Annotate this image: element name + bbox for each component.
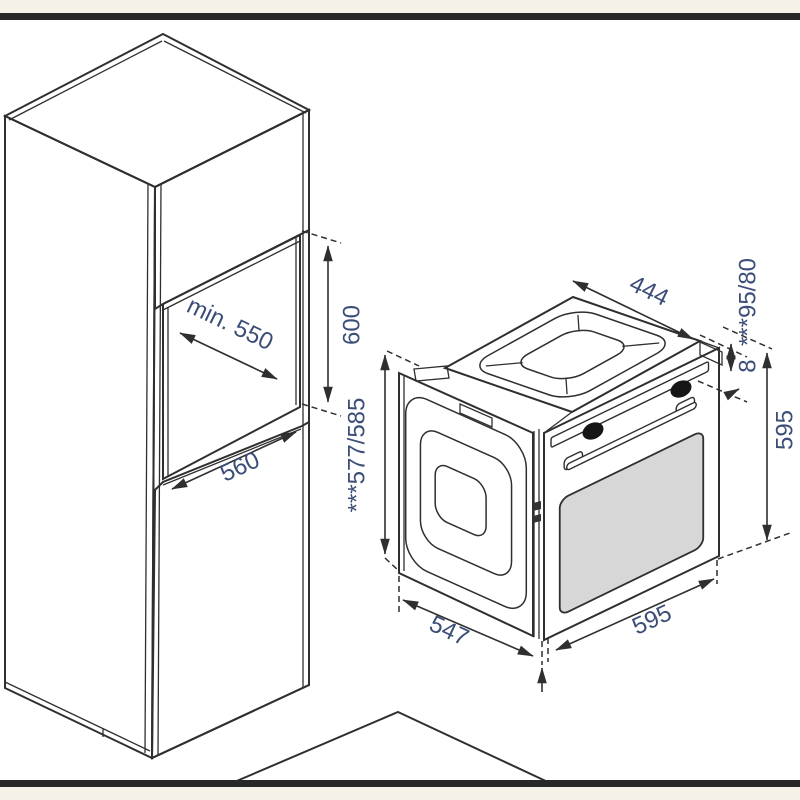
oven-height-leader-bottom — [717, 532, 791, 560]
dimension-niche-width: 560 — [171, 431, 297, 490]
facade-height-leader-bottom — [384, 557, 400, 572]
cabinet-top-edge-line-2 — [163, 40, 307, 114]
niche-height-leader-top — [301, 230, 342, 244]
dim-rear-clearance-label: ***95/80 — [735, 258, 762, 346]
bottom-rule — [0, 780, 800, 787]
niche-depth-arrow — [179, 332, 278, 380]
top-rule — [0, 13, 800, 20]
cabinet-side-face — [4, 114, 157, 760]
cabinet-panel-above-niche — [154, 108, 310, 311]
rear-leader-upper — [699, 334, 748, 358]
oven-top-width-arrow — [572, 280, 694, 340]
dimension-facade-height: ***577/585 — [344, 350, 420, 572]
oven-drawing: 444 ***577/585 8 ***95/80 595 — [344, 258, 799, 692]
oven-fascia-parts — [551, 361, 709, 620]
facade-height-leader-top — [386, 350, 420, 367]
oven-side-face — [398, 371, 534, 638]
oven-back-right-flange — [699, 340, 723, 367]
cabinet-panel-below-niche — [150, 420, 310, 760]
oven-top-face — [442, 295, 703, 414]
side-emboss-outer — [406, 390, 527, 616]
niche-width-arrow — [171, 431, 297, 490]
cabinet-top-face — [2, 32, 312, 189]
dim-oven-depth-label: 547 — [425, 610, 473, 651]
dimension-rear-clearance: 8 ***95/80 — [697, 258, 762, 403]
dim-niche-height-label: 600 — [339, 305, 366, 345]
oven-height-leader-top — [722, 326, 773, 350]
cabinet-front-face — [150, 108, 310, 760]
oven-hinge-lower — [533, 514, 541, 523]
cabinet-side-front-line — [144, 183, 149, 754]
dimension-oven-top-width: 444 — [572, 270, 694, 340]
oven-side-tab — [459, 403, 493, 428]
niche-height-leader-bottom — [301, 403, 342, 417]
cabinet-front-edge-line — [157, 183, 162, 756]
oven-door-handle — [567, 401, 697, 470]
rear-leader-lower — [697, 380, 748, 403]
dimension-niche-depth: min. 550 — [179, 292, 278, 380]
dim-niche-depth-label: min. 550 — [183, 292, 278, 356]
oven-knob-right — [670, 380, 692, 398]
floor-slab — [231, 710, 551, 784]
oven-hinge-upper — [533, 501, 541, 511]
cabinet-drawing: min. 550 560 600 — [2, 32, 366, 760]
rear-leader-arrow — [723, 388, 740, 401]
oven-knob-left — [582, 422, 604, 440]
top-emboss-inner — [511, 326, 633, 382]
dim-oven-front-width-label: 595 — [628, 599, 676, 640]
oven-side-embossing — [406, 390, 527, 616]
oven-fascia — [543, 346, 720, 642]
oven-depth-arrow — [402, 599, 534, 657]
dim-overlap-label: 8 — [735, 359, 762, 372]
cabinet-top-edge-line-1 — [8, 40, 163, 121]
dim-niche-width-label: 560 — [216, 446, 264, 487]
side-emboss-middle — [420, 425, 511, 582]
oven-back-left-flange — [413, 365, 450, 382]
niche-top-thickness-line — [162, 240, 301, 311]
side-emboss-inner — [435, 461, 486, 540]
dim-oven-top-width-label: 444 — [625, 270, 673, 312]
dim-facade-height-label: ***577/585 — [344, 398, 371, 513]
cabinet-plinth-line — [4, 681, 151, 752]
page-edge-top — [0, 0, 800, 13]
page-edge-bottom — [0, 787, 800, 800]
dim-oven-height-label: 595 — [772, 410, 799, 450]
cabinet-niche-opening — [162, 233, 301, 481]
oven-front-width-arrow — [555, 578, 715, 651]
dimension-niche-height: 600 — [301, 230, 366, 417]
dimension-oven-height-right: 595 — [717, 326, 799, 560]
